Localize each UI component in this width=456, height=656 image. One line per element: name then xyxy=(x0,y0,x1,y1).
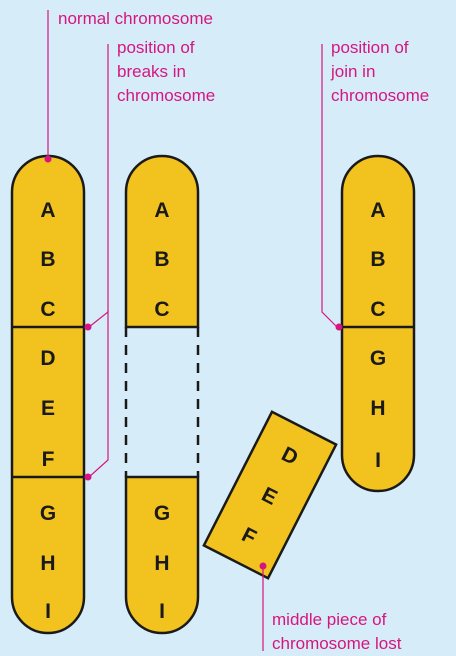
bottom-fragment xyxy=(124,475,200,635)
lost-label-line2: chromosome lost xyxy=(272,634,402,653)
join-label-line3: chromosome xyxy=(331,86,429,105)
gene-label: G xyxy=(370,347,386,370)
gene-label: I xyxy=(45,600,51,623)
top-fragment xyxy=(124,154,200,329)
normal-chromosome: A B C D E F G H I xyxy=(10,154,86,635)
gene-label: A xyxy=(40,199,55,222)
gene-label: G xyxy=(154,502,170,525)
break-leader-upper xyxy=(88,44,109,328)
break-leader-lower xyxy=(88,310,109,478)
normal-label-dot xyxy=(44,155,52,163)
gene-label: I xyxy=(375,449,381,472)
deleted-chromosome: A B C G H I xyxy=(340,154,416,493)
gene-label: B xyxy=(40,248,55,271)
lost-dot xyxy=(259,562,267,570)
gene-label: C xyxy=(40,298,55,321)
join-dot xyxy=(335,323,343,331)
gene-label: B xyxy=(370,248,385,271)
gene-label: H xyxy=(40,552,55,575)
join-label-line2: join in xyxy=(330,62,375,81)
lost-label-line1: middle piece of xyxy=(272,610,387,629)
normal-chromosome-label: normal chromosome xyxy=(58,9,213,28)
breaks-label-line1: position of xyxy=(117,38,195,57)
gene-label: B xyxy=(154,248,169,271)
break-dot-lower xyxy=(84,473,92,481)
normal-chromosome-body xyxy=(10,154,86,635)
lost-middle-piece: D E F xyxy=(202,410,338,580)
gene-label: C xyxy=(154,298,169,321)
gene-label: A xyxy=(154,199,169,222)
gene-label: A xyxy=(370,199,385,222)
gene-label: H xyxy=(370,397,385,420)
breaks-label-line3: chromosome xyxy=(117,86,215,105)
gene-label: H xyxy=(154,552,169,575)
join-leader xyxy=(321,44,338,328)
gene-label: G xyxy=(40,502,56,525)
deleted-chromosome-body xyxy=(340,154,416,493)
gene-label: F xyxy=(42,448,55,471)
middle-piece-body xyxy=(202,410,338,580)
breaks-label-line2: breaks in xyxy=(117,62,186,81)
gene-label: I xyxy=(159,600,165,623)
join-label-line1: position of xyxy=(331,38,409,57)
gene-label: C xyxy=(370,298,385,321)
gene-label: D xyxy=(40,347,55,370)
break-dot-upper xyxy=(84,323,92,331)
gene-label: E xyxy=(41,397,55,420)
broken-chromosome: A B C G H I xyxy=(124,154,200,635)
